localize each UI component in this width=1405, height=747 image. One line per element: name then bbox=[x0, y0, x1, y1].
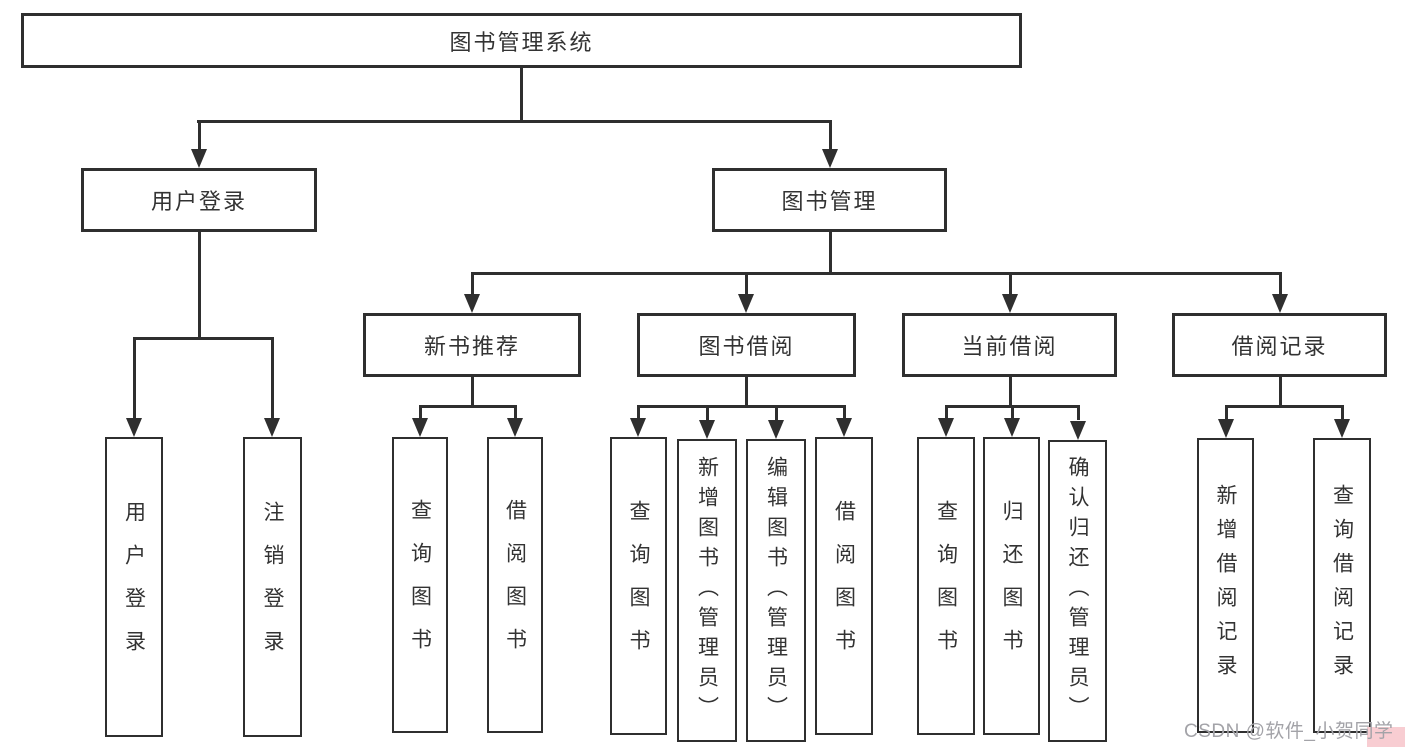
node-label: 图书管理 bbox=[781, 189, 878, 214]
leaf-user-login: 用户登录 bbox=[105, 437, 163, 737]
connector-hline bbox=[470, 272, 1282, 275]
connector-hline bbox=[636, 405, 846, 408]
node-book-borrowing: 图书借阅 bbox=[637, 313, 856, 377]
arrowhead-down bbox=[738, 294, 754, 313]
arrowhead-down bbox=[938, 418, 954, 437]
leaf-bb-borrow-books: 借阅图书 bbox=[815, 437, 873, 735]
connector-vline bbox=[842, 405, 846, 420]
leaf-cb-return-books: 归还图书 bbox=[983, 437, 1040, 735]
connector-vline bbox=[1278, 377, 1282, 405]
connector-vline bbox=[1278, 272, 1282, 298]
node-borrow-records: 借阅记录 bbox=[1172, 313, 1387, 377]
connector-vline bbox=[1224, 405, 1228, 420]
node-label: 编辑图书（管理员） bbox=[764, 455, 788, 726]
arrowhead-down bbox=[464, 294, 480, 313]
node-label: 借阅图书 bbox=[832, 500, 856, 672]
node-current-borrowing: 当前借阅 bbox=[902, 313, 1117, 377]
connector-vline bbox=[828, 232, 832, 274]
leaf-nb-borrow-books: 借阅图书 bbox=[487, 437, 543, 733]
node-new-book-recommend: 新书推荐 bbox=[363, 313, 581, 377]
arrowhead-down bbox=[822, 149, 838, 168]
leaf-cb-query-books: 查询图书 bbox=[917, 437, 975, 735]
arrowhead-down bbox=[1070, 421, 1086, 440]
node-label: 图书管理系统 bbox=[449, 29, 594, 55]
connector-vline bbox=[744, 272, 748, 298]
node-label: 新书推荐 bbox=[423, 334, 520, 359]
connector-vline bbox=[1008, 377, 1012, 405]
connector-vline bbox=[270, 337, 274, 421]
arrowhead-down bbox=[507, 418, 523, 437]
connector-vline bbox=[1010, 405, 1014, 420]
connector-vline bbox=[513, 405, 517, 420]
connector-vline bbox=[828, 120, 832, 152]
node-label: 借阅图书 bbox=[503, 499, 527, 671]
arrowhead-down bbox=[412, 418, 428, 437]
node-label: 注销登录 bbox=[261, 501, 284, 673]
arrowhead-down bbox=[630, 418, 646, 437]
connector-vline bbox=[197, 120, 201, 152]
node-label: 查询图书 bbox=[934, 500, 958, 672]
node-library-system: 图书管理系统 bbox=[21, 13, 1022, 68]
connector-vline bbox=[944, 405, 948, 420]
node-book-management: 图书管理 bbox=[712, 168, 947, 232]
leaf-logout: 注销登录 bbox=[243, 437, 302, 737]
connector-vline bbox=[197, 232, 201, 337]
arrowhead-down bbox=[768, 420, 784, 439]
leaf-nb-query-books: 查询图书 bbox=[392, 437, 448, 733]
watermark-accent bbox=[1367, 727, 1405, 747]
connector-hline bbox=[1224, 405, 1344, 408]
connector-vline bbox=[1008, 272, 1012, 298]
node-label: 新增借阅记录 bbox=[1214, 483, 1237, 688]
watermark: CSDN @软件_小贺同学 bbox=[1184, 721, 1394, 742]
arrowhead-down bbox=[126, 418, 142, 437]
leaf-br-add-record: 新增借阅记录 bbox=[1197, 438, 1254, 733]
node-label: 新增图书（管理员） bbox=[695, 455, 719, 726]
connector-vline bbox=[470, 272, 474, 298]
arrowhead-down bbox=[1218, 419, 1234, 438]
node-label: 查询图书 bbox=[627, 500, 650, 672]
leaf-bb-add-books-admin: 新增图书（管理员） bbox=[677, 439, 737, 742]
connector-hline bbox=[132, 337, 274, 340]
arrowhead-down bbox=[1002, 294, 1018, 313]
arrowhead-down bbox=[264, 418, 280, 437]
node-label: 当前借阅 bbox=[961, 334, 1058, 359]
node-label: 查询图书 bbox=[408, 499, 432, 671]
connector-hline bbox=[418, 405, 517, 408]
arrowhead-down bbox=[1334, 419, 1350, 438]
connector-vline bbox=[418, 405, 422, 420]
arrowhead-down bbox=[1272, 294, 1288, 313]
leaf-cb-confirm-return-admin: 确认归还（管理员） bbox=[1048, 440, 1107, 742]
connector-vline bbox=[636, 405, 640, 420]
arrowhead-down bbox=[699, 420, 715, 439]
node-label: 查询借阅记录 bbox=[1330, 483, 1354, 688]
node-label: 确认归还（管理员） bbox=[1066, 456, 1089, 726]
connector-vline bbox=[132, 337, 136, 421]
node-user-login-group: 用户登录 bbox=[81, 168, 317, 232]
arrowhead-down bbox=[191, 149, 207, 168]
connector-vline bbox=[774, 405, 778, 420]
leaf-bb-query-books: 查询图书 bbox=[610, 437, 667, 735]
arrowhead-down bbox=[836, 418, 852, 437]
connector-vline bbox=[470, 377, 474, 405]
node-label: 归还图书 bbox=[1000, 500, 1023, 672]
connector-vline bbox=[1076, 405, 1080, 420]
node-label: 用户登录 bbox=[150, 189, 247, 214]
node-label: 图书借阅 bbox=[698, 334, 795, 359]
node-label: 借阅记录 bbox=[1231, 334, 1328, 359]
arrowhead-down bbox=[1004, 418, 1020, 437]
connector-vline bbox=[705, 405, 709, 420]
leaf-bb-edit-books-admin: 编辑图书（管理员） bbox=[746, 439, 806, 742]
connector-vline bbox=[744, 377, 748, 405]
connector-vline bbox=[520, 68, 523, 120]
leaf-br-query-record: 查询借阅记录 bbox=[1313, 438, 1371, 733]
node-label: 用户登录 bbox=[122, 501, 146, 673]
connector-hline bbox=[197, 120, 832, 123]
connector-vline bbox=[1340, 405, 1344, 420]
